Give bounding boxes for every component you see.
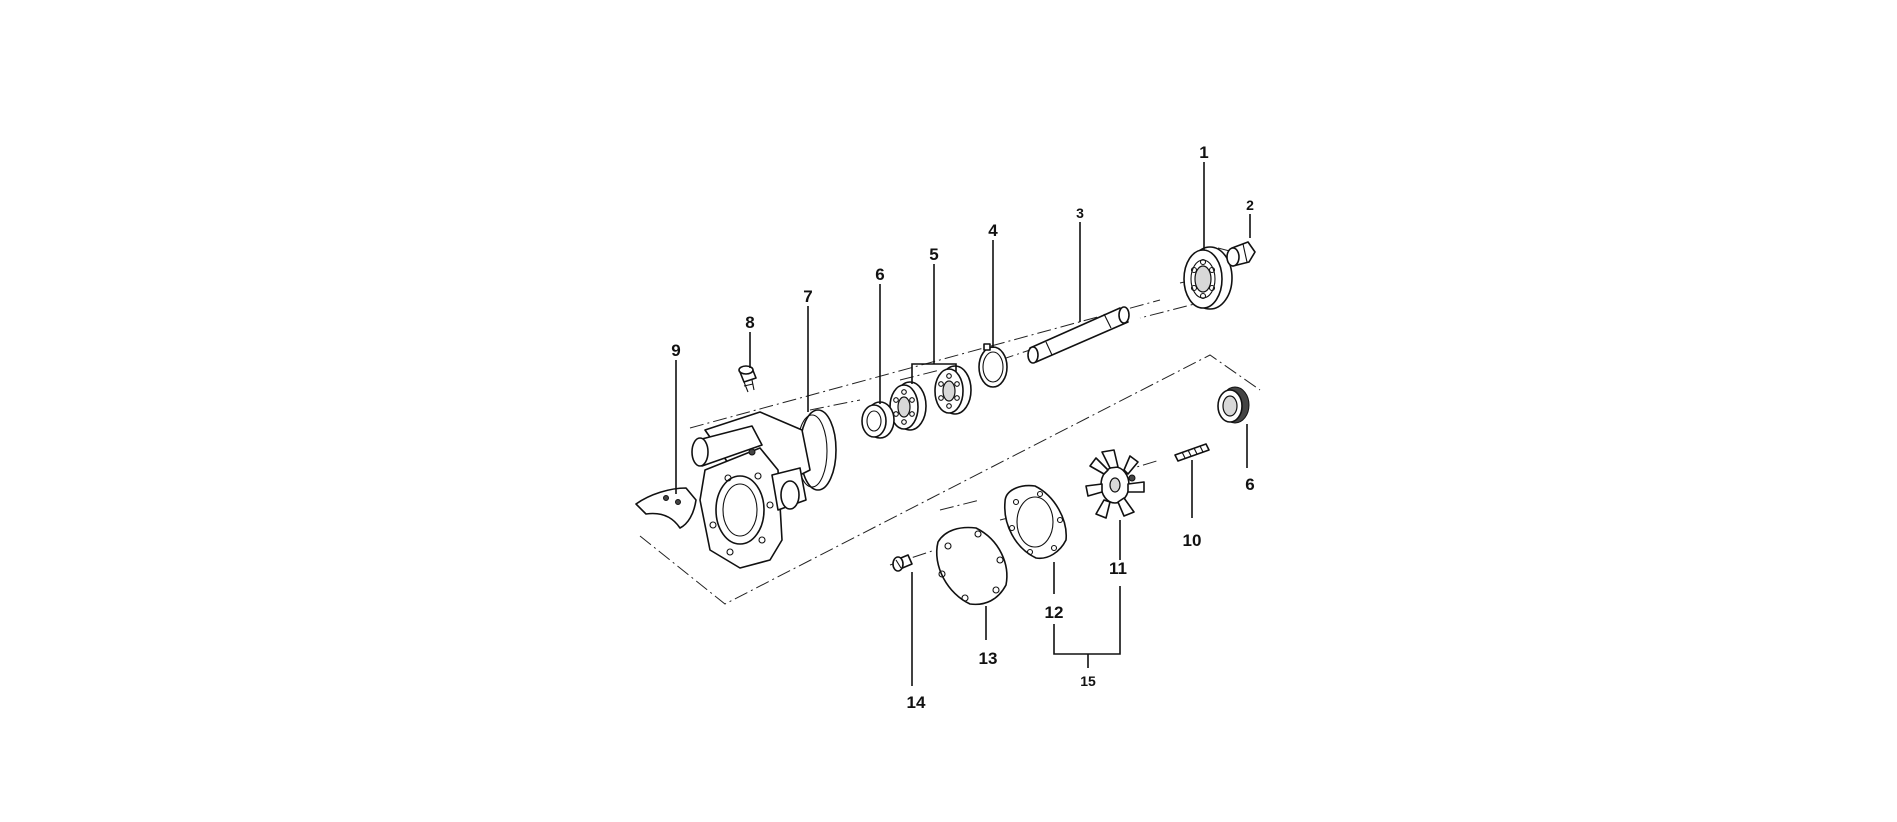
callout-12: 12 xyxy=(1045,603,1064,622)
part-6-seal-left xyxy=(861,401,895,439)
callout-6-left: 6 xyxy=(875,265,884,284)
callout-2: 2 xyxy=(1246,197,1254,213)
part-7-pump-housing xyxy=(691,409,837,569)
callout-6-right: 6 xyxy=(1245,475,1254,494)
callout-10: 10 xyxy=(1183,531,1202,550)
part-1-ball-bearing xyxy=(1183,246,1233,310)
part-14-cover-screw xyxy=(892,554,913,572)
callout-5: 5 xyxy=(929,245,938,264)
callout-15: 15 xyxy=(1080,673,1096,689)
callout-labels: 1 2 3 4 5 6 7 8 9 6 10 11 12 13 14 15 xyxy=(671,143,1254,712)
callout-9: 9 xyxy=(671,341,680,360)
part-12-gasket xyxy=(1004,484,1067,560)
part-3-shaft xyxy=(1027,306,1130,364)
part-2-drive-coupling xyxy=(1226,241,1256,267)
part-9-cam xyxy=(635,487,697,529)
callout-7: 7 xyxy=(803,287,812,306)
callout-8: 8 xyxy=(745,313,754,332)
callout-14: 14 xyxy=(907,693,926,712)
callout-3: 3 xyxy=(1076,205,1084,221)
part-10-pin xyxy=(1174,443,1210,462)
part-5-ball-bearing-pair xyxy=(889,365,972,431)
part-8-screw xyxy=(738,365,757,393)
leader-lines xyxy=(675,162,1251,686)
part-6-seal-right xyxy=(1217,386,1250,424)
callout-1: 1 xyxy=(1199,143,1208,162)
part-13-cover-plate xyxy=(936,526,1008,606)
callout-4: 4 xyxy=(988,221,998,240)
part-11-impeller xyxy=(1085,449,1145,519)
callout-13: 13 xyxy=(979,649,998,668)
callout-11: 11 xyxy=(1109,559,1127,578)
part-4-retaining-ring xyxy=(978,343,1008,388)
